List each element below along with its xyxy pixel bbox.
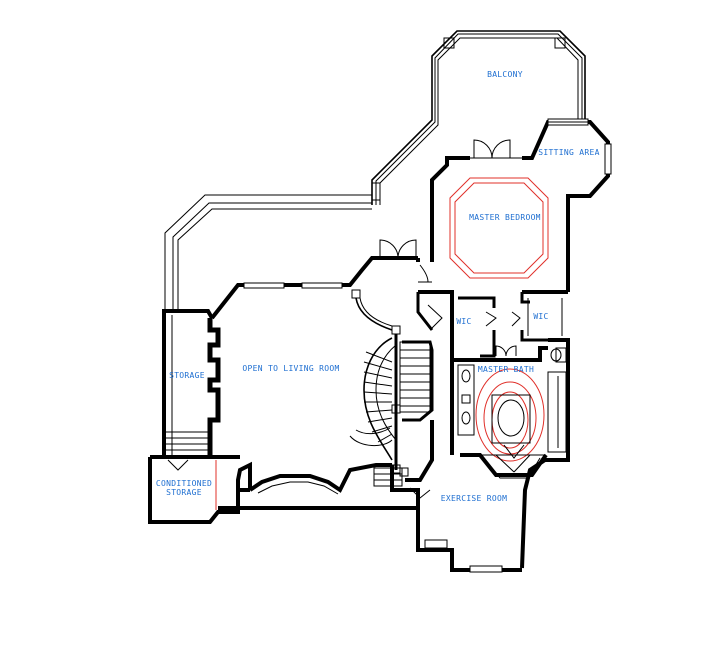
master-bath-fixtures (450, 347, 567, 479)
balcony-railing (371, 30, 586, 205)
label-conditioned-storage-line2: STORAGE (166, 488, 202, 497)
label-conditioned-storage-line1: CONDITIONED (156, 479, 212, 488)
label-sitting-area: SITTING AREA (538, 148, 599, 157)
label-storage: STORAGE (169, 371, 205, 380)
label-master-bath: MASTER BATH (478, 365, 534, 374)
label-wic-right: WIC (533, 312, 548, 321)
terrace-outline (164, 194, 372, 312)
exterior-walls (148, 239, 420, 524)
label-balcony: BALCONY (487, 70, 523, 79)
label-master-bedroom: MASTER BEDROOM (469, 213, 541, 222)
label-exercise-room: EXERCISE ROOM (441, 494, 508, 503)
staircase (349, 289, 434, 487)
label-wic-left: WIC (456, 317, 471, 326)
interior-walls (416, 255, 570, 569)
label-living-room: OPEN TO LIVING ROOM (242, 364, 339, 373)
exercise-room-walls (405, 420, 522, 573)
bedroom-walls (430, 118, 612, 292)
bedroom-tray-ceiling (449, 177, 549, 279)
room-labels: BALCONY SITTING AREA MASTER BEDROOM WIC … (156, 70, 600, 503)
